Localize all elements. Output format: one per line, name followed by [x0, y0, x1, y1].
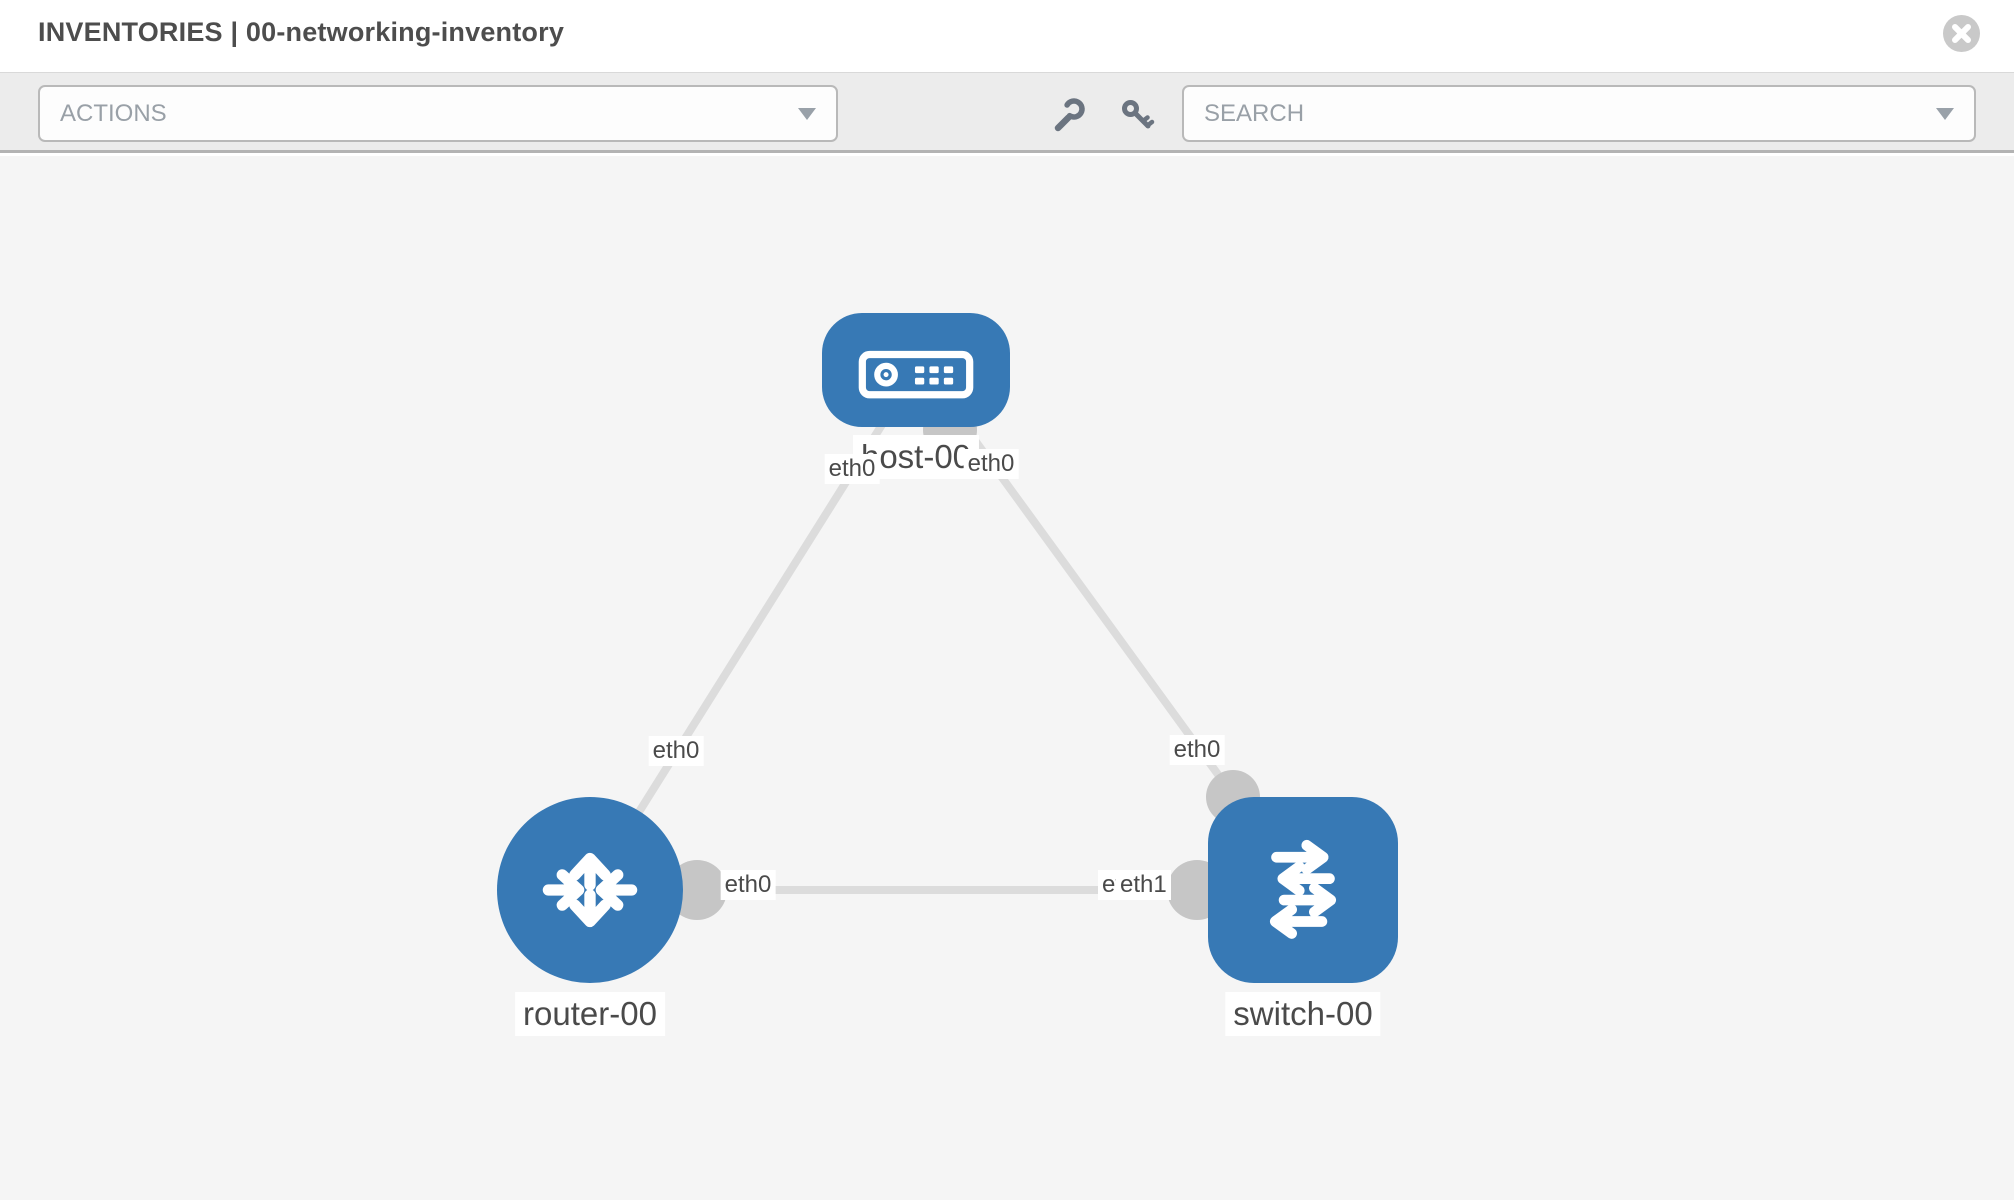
search-dropdown[interactable]: SEARCH [1182, 85, 1976, 142]
port-label-switch-top: eth0 [1169, 735, 1225, 765]
close-icon [1952, 24, 1971, 43]
page-title: INVENTORIES | 00-networking-inventory [38, 17, 565, 47]
node-router-00[interactable] [497, 797, 683, 983]
key-icon[interactable] [1118, 96, 1156, 134]
port-label-router-right: eth0 [720, 870, 776, 900]
actions-dropdown[interactable]: ACTIONS [38, 85, 838, 142]
actions-dropdown-label: ACTIONS [60, 99, 167, 127]
chevron-down-icon [798, 107, 816, 120]
node-switch-00[interactable] [1208, 797, 1398, 983]
node-label-router: router-00 [515, 992, 665, 1036]
port-label-router-top: eth0 [648, 736, 704, 766]
close-button[interactable] [1943, 15, 1980, 52]
node-label-switch: switch-00 [1225, 992, 1381, 1036]
port-connector-router[interactable] [667, 860, 727, 920]
port-label-host-right: eth0 [963, 449, 1019, 479]
chevron-down-icon [1936, 107, 1954, 120]
header: INVENTORIES | 00-networking-inventory [0, 0, 2014, 72]
port-label-host-left: eth0 [824, 454, 880, 484]
switch-icon [1269, 839, 1337, 939]
search-dropdown-label: SEARCH [1204, 99, 1305, 127]
port-label-switch-left: eth1 [1116, 870, 1171, 900]
router-icon [542, 852, 638, 928]
node-host-00[interactable] [822, 313, 1010, 427]
host-icon [858, 350, 974, 399]
toolbar: ACTIONS SEARCH [0, 72, 2014, 153]
wrench-icon[interactable] [1050, 96, 1088, 134]
topology-links-layer [586, 393, 1306, 920]
topology-canvas[interactable]: host-00 router-00 switch-00 eth0 eth0 et… [0, 156, 2014, 1200]
